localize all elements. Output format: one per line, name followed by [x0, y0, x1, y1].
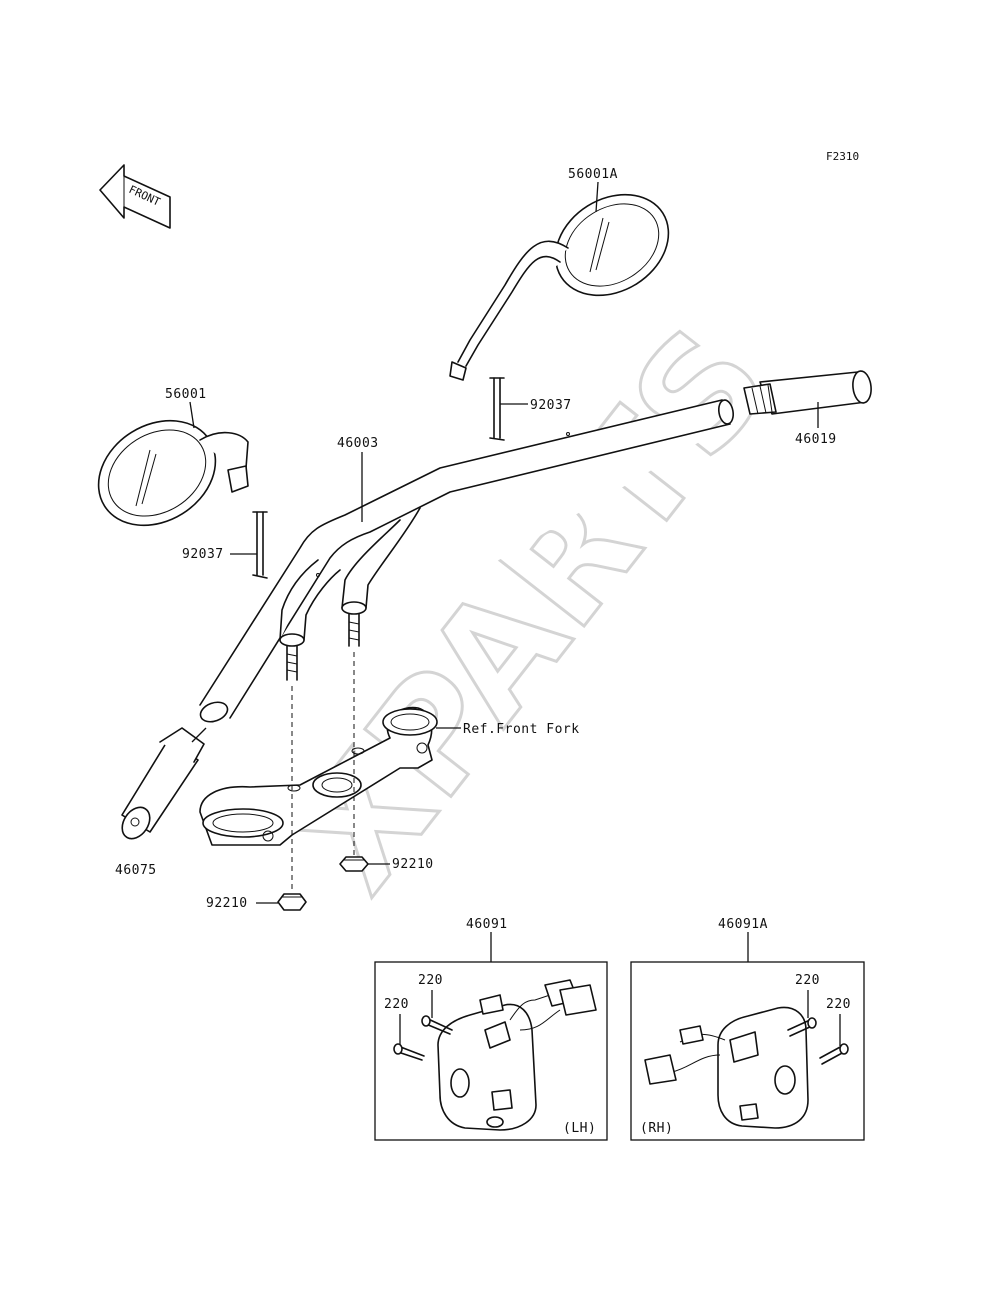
- label-nut-upper: 92210: [392, 857, 434, 872]
- triple-clamp: [199, 706, 438, 846]
- clip-top: [489, 377, 505, 441]
- label-side-rh: (RH): [640, 1121, 673, 1136]
- front-arrow-icon: FRONT: [99, 164, 171, 229]
- nut-upper: [339, 856, 369, 872]
- screw-rh-a: [787, 1017, 817, 1037]
- label-screw-rh-a: 220: [795, 973, 820, 988]
- clip-left: [252, 511, 268, 579]
- switch-left: [437, 979, 597, 1131]
- label-switch-right: 46091A: [718, 917, 768, 932]
- label-clip-top: 92037: [530, 398, 572, 413]
- label-switch-left: 46091: [466, 917, 508, 932]
- label-handlebar: 46003: [337, 436, 379, 451]
- switch-right-box: [630, 961, 865, 1141]
- label-clip-left: 92037: [182, 547, 224, 562]
- nut-lower: [277, 893, 307, 911]
- switch-left-box: [374, 961, 608, 1141]
- label-grip-throttle: 46019: [795, 432, 837, 447]
- label-screw-lh-a: 220: [418, 973, 443, 988]
- switch-right: [644, 1006, 809, 1129]
- label-ref-front-fork: Ref.Front Fork: [463, 722, 580, 737]
- label-mirror-left: 56001: [165, 387, 207, 402]
- screw-rh-b: [819, 1043, 849, 1065]
- mirror-left: [97, 419, 249, 527]
- screw-lh-a: [421, 1015, 453, 1035]
- label-nut-lower: 92210: [206, 896, 248, 911]
- label-screw-rh-b: 220: [826, 997, 851, 1012]
- grip-left: [121, 727, 205, 840]
- label-screw-lh-b: 220: [384, 997, 409, 1012]
- label-side-lh: (LH): [563, 1121, 596, 1136]
- mirror-right: [449, 193, 670, 381]
- handlebar: [199, 399, 735, 723]
- label-mirror-right: 56001A: [568, 167, 618, 182]
- grip-throttle: [743, 370, 872, 415]
- screw-lh-b: [393, 1043, 425, 1061]
- label-grip-left: 46075: [115, 863, 157, 878]
- figure-code: F2310: [826, 150, 859, 163]
